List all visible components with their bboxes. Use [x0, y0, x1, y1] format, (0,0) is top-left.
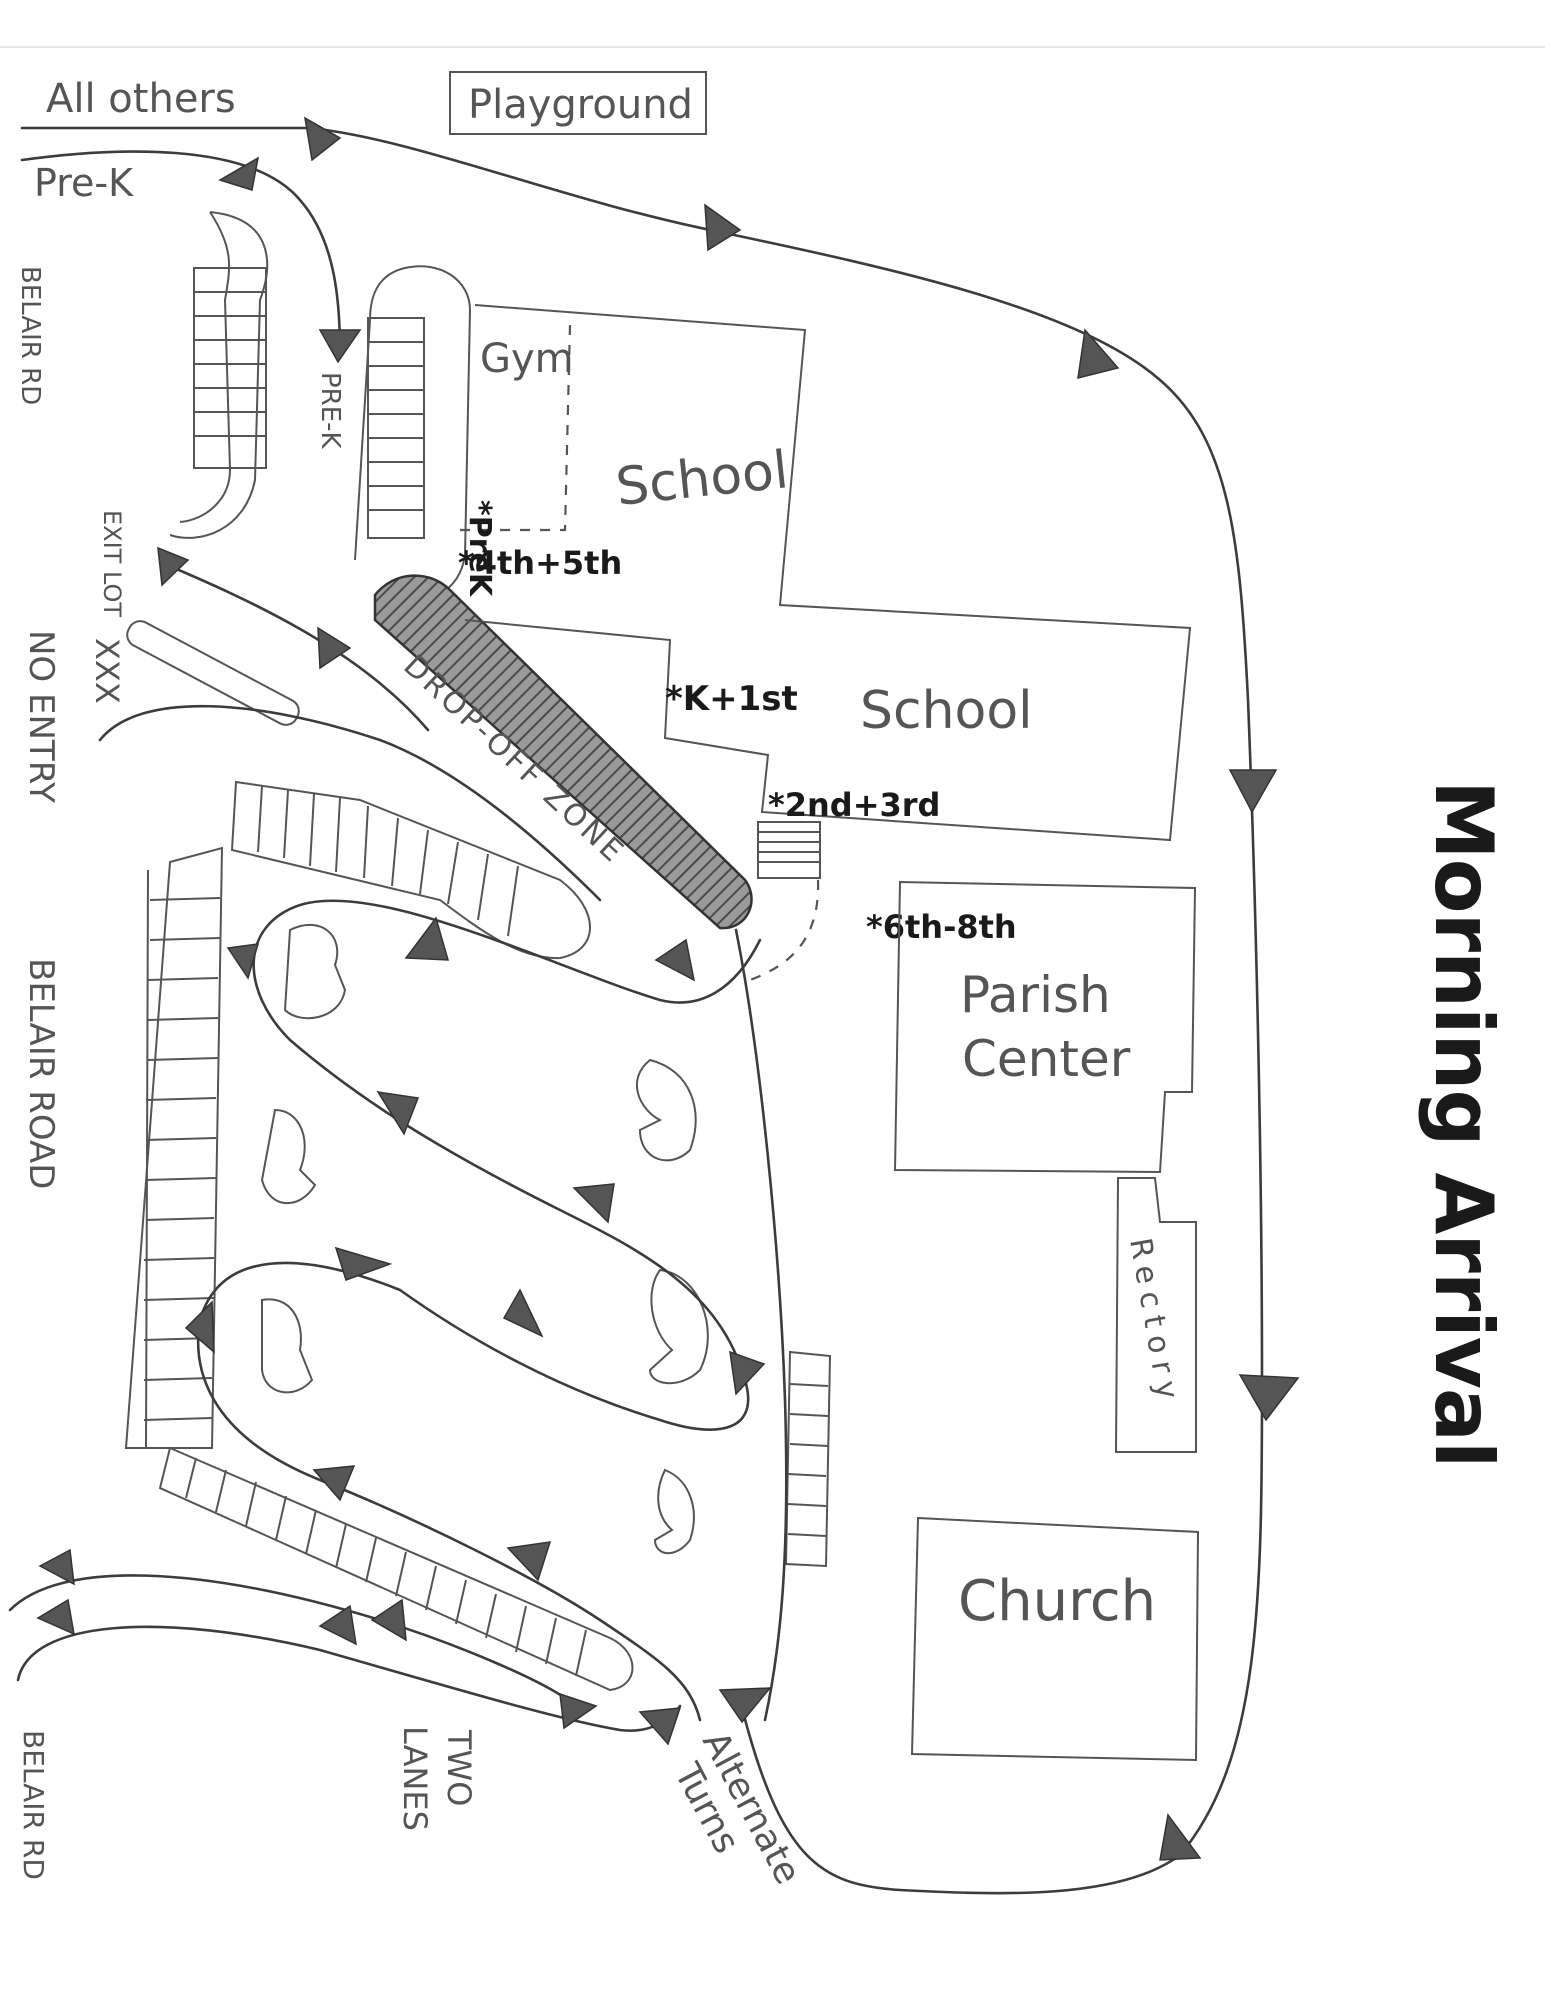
parking-row-bottom-stripes [185, 1457, 587, 1677]
exit-lot-road [158, 560, 430, 732]
gym-divider [460, 324, 572, 532]
belair-rd-bottom-label: BELAIR RD [17, 1730, 50, 1880]
upper-school-building [464, 304, 1192, 842]
entrance-4th-5th: *4th+5th [458, 544, 622, 582]
two-lanes-label-2: LANES [396, 1726, 434, 1831]
entrance-steps [757, 821, 821, 879]
parish-center-building [893, 880, 1197, 1174]
playground-box [449, 71, 707, 135]
entry-lane-2 [16, 1625, 682, 1732]
lane-arrow [559, 1692, 598, 1730]
drive-arrow [184, 1300, 215, 1354]
entrance-2nd-3rd: *2nd+3rd [768, 786, 940, 824]
parking-row-top [230, 780, 591, 960]
church-label: Church [958, 1569, 1156, 1634]
drive-arrow [226, 943, 260, 980]
drive-arrow [729, 1350, 766, 1396]
pre-k-route [20, 150, 342, 354]
drop-off-zone [373, 574, 753, 930]
entrance-pre-k: *PreK [462, 500, 497, 598]
route-arrow [704, 203, 742, 252]
route-arrow [1238, 1374, 1300, 1422]
xxx-label: XXX [88, 638, 126, 704]
belair-rd-top-label: BELAIR RD [15, 266, 45, 405]
all-others-route [20, 126, 1264, 1895]
all-others-label: All others [46, 76, 236, 122]
no-entry-road [98, 704, 602, 902]
lane-arrow [318, 1604, 357, 1646]
all-others-label-group: All others [46, 76, 236, 122]
lane-arrow [38, 1548, 75, 1586]
gym-lot-stripes [367, 317, 425, 539]
route-arrow [1077, 328, 1120, 379]
pre-k-parking-outline [169, 211, 269, 539]
pre-k-parking-stripes [193, 267, 267, 469]
gym-label: Gym [480, 336, 574, 382]
exit-lot-label: EXIT LOT [98, 510, 126, 617]
pre-k-lane-label: PRE-K [315, 372, 345, 450]
drive-arrow [502, 1288, 544, 1338]
lot-boundary-road [734, 928, 788, 1722]
serpentine-drive [196, 899, 762, 1722]
gym-lot-outline [354, 265, 472, 604]
drive-arrow [376, 1091, 420, 1136]
lane-arrow [370, 1598, 407, 1642]
lane-arrow [36, 1598, 75, 1636]
parking-row-right [784, 1350, 832, 1568]
rectory-label: Rectory [1122, 1235, 1186, 1409]
entry-lane-1 [8, 1574, 570, 1702]
parking-row-bottom [158, 1446, 634, 1692]
map-title: Morning Arrival [1417, 780, 1510, 1467]
playground-label: Playground [468, 82, 693, 128]
lane-arrow [638, 1707, 682, 1746]
route-arrow [218, 156, 260, 191]
route-arrow [318, 329, 362, 364]
route-arrow [1228, 769, 1278, 814]
parish-center-line1: Parish [960, 966, 1111, 1024]
entrance-k-1st: *K+1st [665, 679, 798, 719]
pre-k-top-label: Pre-K [34, 161, 134, 205]
school-upper-label: School [613, 440, 791, 518]
parking-row-left [124, 846, 224, 1449]
parking-row-left-stripes [143, 897, 221, 1421]
drive-arrow [334, 1246, 393, 1281]
parish-center-line2: Center [962, 1030, 1131, 1088]
belair-road-mid-label: BELAIR ROAD [21, 958, 61, 1189]
drive-arrow [654, 938, 696, 982]
drive-arrow [718, 1687, 772, 1724]
drive-arrow [312, 1465, 356, 1502]
walkway-dashed [749, 879, 820, 982]
drive-arrow [404, 916, 450, 961]
exit-arrow [157, 546, 190, 587]
school-lower-label: School [860, 681, 1033, 741]
drive-arrow [572, 1183, 615, 1224]
rectory-building [1114, 1177, 1197, 1453]
drive-arrow [506, 1541, 552, 1582]
two-lanes-label-1: TWO [440, 1729, 478, 1806]
parking-row-top-stripes [257, 785, 519, 937]
viewer-top-bar [0, 0, 1545, 48]
lot-islands [260, 924, 709, 1555]
route-arrow [304, 116, 342, 162]
route-arrow [1159, 1813, 1202, 1861]
no-entry-label: NO ENTRY [21, 630, 61, 803]
exit-arrow [317, 626, 352, 670]
church-building [910, 1516, 1200, 1762]
entrance-6th-8th: *6th-8th [866, 908, 1017, 946]
